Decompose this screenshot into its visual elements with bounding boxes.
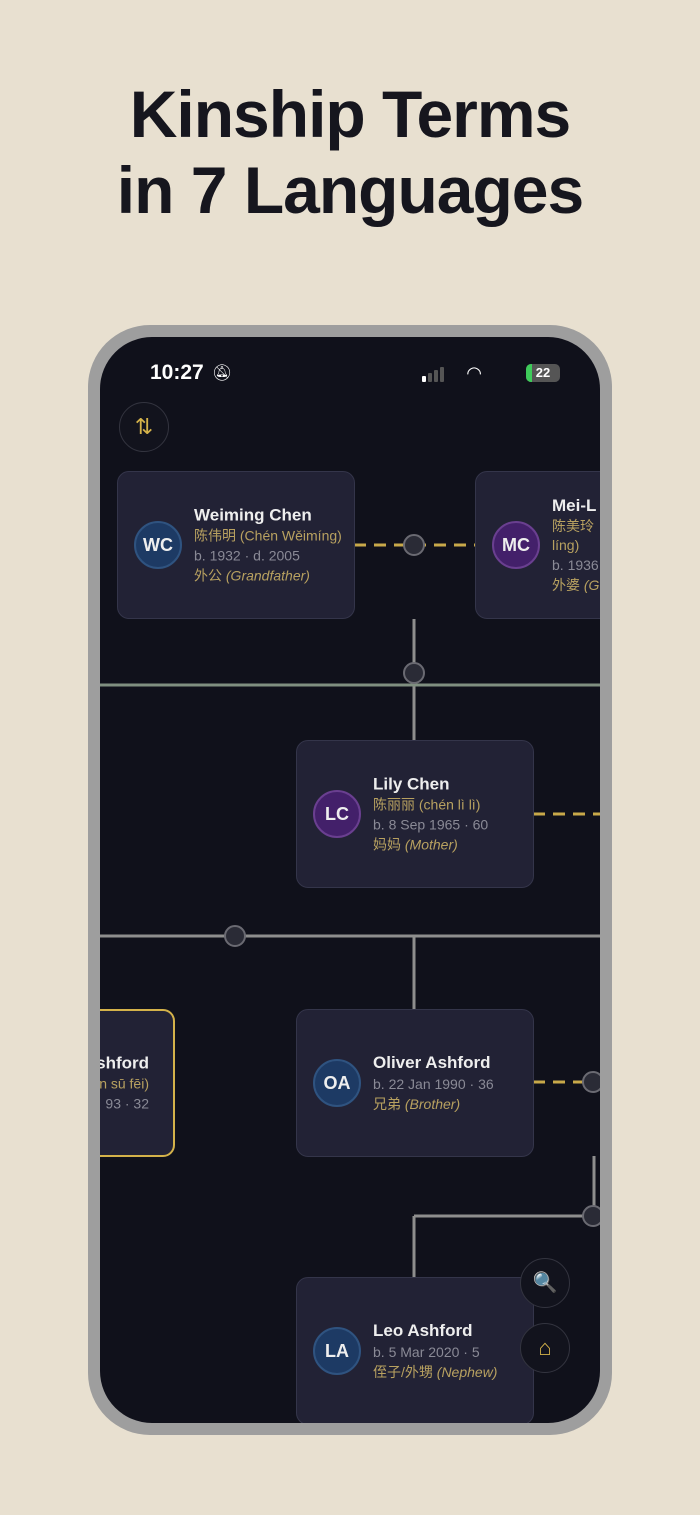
native-name: n sū fēi) [100,1075,149,1092]
kinship-term: 外公 (Grandfather) [194,566,354,586]
term-english: (G [583,577,600,593]
person-name: shford [100,1053,149,1073]
term-english: (Mother) [404,836,458,853]
phone-screen: 10:27 🔕︎ ◠ 22 ⇅ WC [100,337,600,1423]
home-icon: ⌂ [538,1335,552,1360]
native-name: 陈丽丽 (chén lì lì) [373,796,481,813]
headline-line1: Kinship Terms [129,77,572,151]
term-native: 外公 [194,567,222,584]
sort-toggle-button[interactable]: ⇅ [119,402,169,452]
bell-muted-icon: 🔕︎ [212,365,233,382]
battery-icon: 22 [526,364,560,382]
kinship-term: 妈妈 (Mother) [373,835,533,855]
kinship-term: 侄子/外甥 (Nephew) [373,1362,533,1382]
person-name: Oliver Ashford [373,1053,491,1072]
tree-connectors [100,534,600,1277]
avatar: WC [134,521,182,569]
person-name: Mei-L [552,496,597,515]
search-button[interactable]: 🔍 [520,1258,570,1308]
person-card-selected[interactable]: shford n sū fēi) 93 · 32 [100,1009,175,1157]
term-english: (Brother) [404,1096,461,1112]
junction-node [403,662,425,684]
person-name: Weiming Chen [194,505,312,525]
status-bar: 10:27 🔕︎ ◠ 22 [150,359,560,389]
avatar: MC [492,521,540,569]
search-icon: 🔍 [532,1272,558,1294]
status-time: 10:27 [150,361,204,384]
person-card-oliver-ashford[interactable]: OA Oliver Ashford b. 22 Jan 1990 · 36 兄弟… [296,1009,534,1157]
native-name: 陈伟明 (Chén Wěimíng) [194,527,342,544]
life-dates: b. 1932 · d. 2005 [194,547,300,564]
life-dates: b. 5 Mar 2020 · 5 [373,1344,480,1360]
life-dates: 93 · 32 [105,1095,149,1112]
battery-level: 22 [535,365,551,380]
junction-node [224,925,246,947]
junction-node [403,534,425,556]
kinship-term: 外婆 (G [552,575,600,595]
headline-line2: in 7 Languages [116,153,584,227]
person-card-mei-ling-chen[interactable]: MC Mei-L 陈美玲 líng) b. 1936 外婆 (G [475,471,600,619]
term-english: (Nephew) [436,1364,498,1380]
term-native: 侄子/外甥 [373,1364,433,1380]
person-name: Leo Ashford [373,1321,473,1340]
term-english: (Grandfather) [225,567,310,584]
signal-icon [422,367,444,382]
home-button[interactable]: ⌂ [520,1323,570,1373]
person-card-lily-chen[interactable]: LC Lily Chen 陈丽丽 (chén lì lì) b. 8 Sep 1… [296,740,534,888]
native-name: 陈美玲 líng) [552,518,594,553]
junction-node [582,1071,600,1093]
term-native: 妈妈 [373,836,401,853]
wifi-icon: ◠ [466,363,482,383]
avatar: OA [313,1059,361,1107]
person-card-weiming-chen[interactable]: WC Weiming Chen 陈伟明 (Chén Wěimíng) b. 19… [117,471,355,619]
term-native: 外婆 [552,577,580,593]
kinship-term: 兄弟 (Brother) [373,1094,533,1114]
life-dates: b. 1936 [552,557,599,573]
life-dates: b. 8 Sep 1965 · 60 [373,816,489,833]
junction-node [582,1205,600,1227]
life-dates: b. 22 Jan 1990 · 36 [373,1076,494,1092]
person-card-leo-ashford[interactable]: LA Leo Ashford b. 5 Mar 2020 · 5 侄子/外甥 (… [296,1277,534,1423]
term-native: 兄弟 [373,1096,401,1112]
person-name: Lily Chen [373,774,450,794]
avatar: LA [313,1327,361,1375]
avatar: LC [313,790,361,838]
